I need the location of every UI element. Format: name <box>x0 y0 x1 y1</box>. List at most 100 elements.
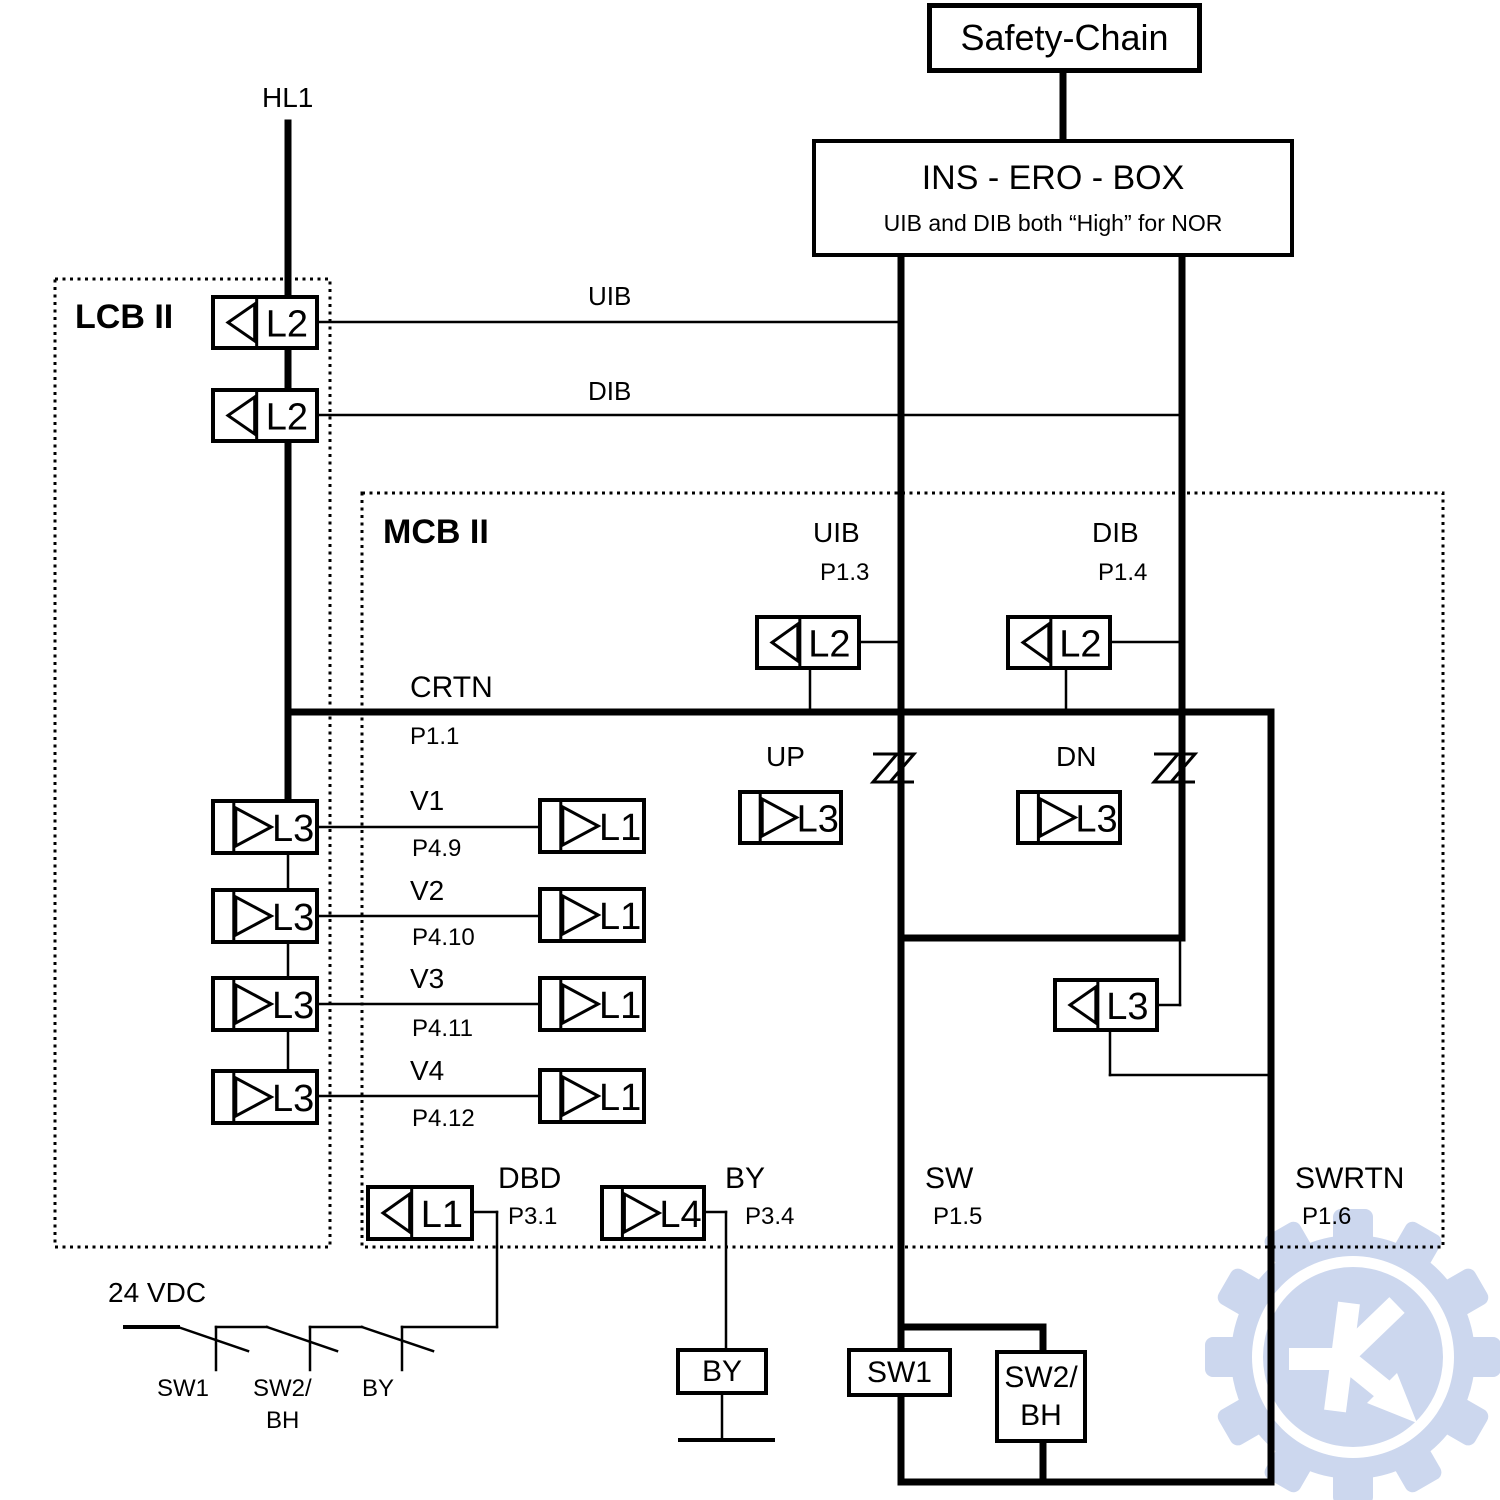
sw1-node-label: SW1 <box>866 1355 932 1389</box>
arrow-left-icon <box>1020 621 1051 664</box>
connector-label: L1 <box>599 896 641 938</box>
v2-label: V2 <box>410 875 445 906</box>
dbd-pin: P3.1 <box>508 1203 558 1230</box>
arrow-right-icon <box>760 796 800 839</box>
lcb-region <box>53 277 332 1249</box>
arrow-right-icon <box>561 804 602 848</box>
arrow-right-icon <box>234 894 275 938</box>
zz-stroke <box>886 752 918 784</box>
by-port-label: BY <box>725 1162 766 1195</box>
connector-label: L2 <box>808 624 850 666</box>
crtn-label: CRTN <box>410 671 493 704</box>
uib-port-pin: P1.3 <box>820 559 870 586</box>
lcb-l2-lower-connector: L2 <box>211 388 319 443</box>
uib-port-label: UIB <box>813 517 860 548</box>
by-port-pin: P3.4 <box>745 1203 795 1230</box>
connector-label: L1 <box>599 1077 641 1119</box>
safety-chain-box: Safety-Chain <box>927 3 1202 73</box>
arrow-right-icon <box>622 1191 663 1235</box>
connector-label: L2 <box>266 397 308 439</box>
connector-label: L1 <box>599 807 641 849</box>
zz-stroke <box>1150 752 1182 784</box>
k-arrow-mark <box>1289 1297 1417 1423</box>
connector-label: L3 <box>272 897 314 939</box>
lcb-region-title: LCB II <box>75 298 174 336</box>
connector-label: L3 <box>1075 799 1117 841</box>
wire <box>360 1325 435 1353</box>
v3-label: V3 <box>410 963 445 994</box>
dn-l3-connector: L3 <box>1016 790 1122 845</box>
k-upper-arm <box>1335 1297 1405 1365</box>
v4-l3-connector: L3 <box>211 1069 319 1125</box>
arrow-right-icon <box>561 982 602 1026</box>
connector-label: L3 <box>797 799 839 841</box>
zz-stroke <box>869 752 901 784</box>
crtn-pin: P1.1 <box>410 723 460 750</box>
arrow-left-icon <box>380 1191 412 1235</box>
sw2-node-label-line2: BH <box>1020 1398 1062 1432</box>
up-label: UP <box>766 741 805 772</box>
by-l4-connector: L4 <box>600 1185 706 1241</box>
arrow-left-icon <box>769 621 800 664</box>
mcb-region-title: MCB II <box>383 513 489 551</box>
dib-port-pin: P1.4 <box>1098 559 1148 586</box>
zz-crossing-symbol <box>1150 752 1199 784</box>
arrow-right-icon <box>561 1074 602 1118</box>
arrow-left-icon <box>225 301 257 344</box>
v1-pin: P4.9 <box>412 835 462 862</box>
dib-wire-label: DIB <box>588 376 632 406</box>
switch-sw1-label: SW1 <box>157 1375 210 1402</box>
k-lower-arm <box>1336 1348 1392 1400</box>
gear-logo <box>1205 1209 1500 1500</box>
switch-sw2-label: SW2/ <box>253 1375 312 1402</box>
by-node-box: BY <box>676 1348 768 1395</box>
sw2-bh-node-box: SW2/ BH <box>995 1350 1087 1443</box>
v2-l1-connector: L1 <box>538 887 646 943</box>
gear-logo-watermark <box>1205 1209 1500 1500</box>
hl1-label: HL1 <box>262 82 314 113</box>
sw-port-pin: P1.5 <box>933 1203 983 1230</box>
dbd-l1-connector: L1 <box>366 1185 474 1241</box>
arrow-left-icon <box>225 394 257 437</box>
sw2-node-label-line1: SW2/ <box>1004 1361 1078 1394</box>
return-l3-connector: L3 <box>1053 978 1159 1032</box>
v3-pin: P4.11 <box>412 1015 473 1042</box>
connector-label: L3 <box>272 808 314 850</box>
connector-outline <box>755 615 861 670</box>
v2-pin: P4.10 <box>412 924 475 951</box>
connector-label: L2 <box>266 304 308 346</box>
connector-label: L3 <box>272 1078 314 1120</box>
dib-port-label: DIB <box>1092 517 1139 548</box>
up-l3-connector: L3 <box>738 790 843 845</box>
supply-label: 24 VDC <box>108 1277 207 1308</box>
switch-bh-label: BH <box>266 1407 300 1434</box>
arrow-right-icon <box>234 805 275 849</box>
uib-wire-label: UIB <box>588 281 632 311</box>
wire <box>176 1325 250 1353</box>
v4-l1-connector: L1 <box>538 1068 646 1124</box>
swrtn-port-label: SWRTN <box>1295 1162 1405 1195</box>
arrow-right-icon <box>561 893 602 937</box>
arrow-right-icon <box>234 982 275 1026</box>
v3-l1-connector: L1 <box>538 976 646 1032</box>
connector-label: L4 <box>659 1194 701 1236</box>
dbd-label: DBD <box>498 1162 562 1195</box>
arrow-right-icon <box>1038 796 1079 839</box>
connector-label: L1 <box>599 985 641 1027</box>
zz-stroke <box>1167 752 1199 784</box>
v3-l3-connector: L3 <box>211 976 319 1032</box>
sw-port-label: SW <box>925 1162 974 1195</box>
wire <box>265 1325 339 1353</box>
arrow-left-icon <box>1067 984 1098 1026</box>
mcb-l2-uib-connector: L2 <box>755 615 861 670</box>
arrow-right-icon <box>234 1075 275 1119</box>
v4-label: V4 <box>410 1055 445 1086</box>
switch-by-label: BY <box>362 1375 395 1402</box>
v1-l3-connector: L3 <box>211 799 319 855</box>
connector-label: L3 <box>272 985 314 1027</box>
ins-ero-box-subtitle: UIB and DIB both “High” for NOR <box>883 210 1223 236</box>
by-node-label: BY <box>701 1354 743 1388</box>
ins-ero-box-title: INS - ERO - BOX <box>921 159 1185 197</box>
